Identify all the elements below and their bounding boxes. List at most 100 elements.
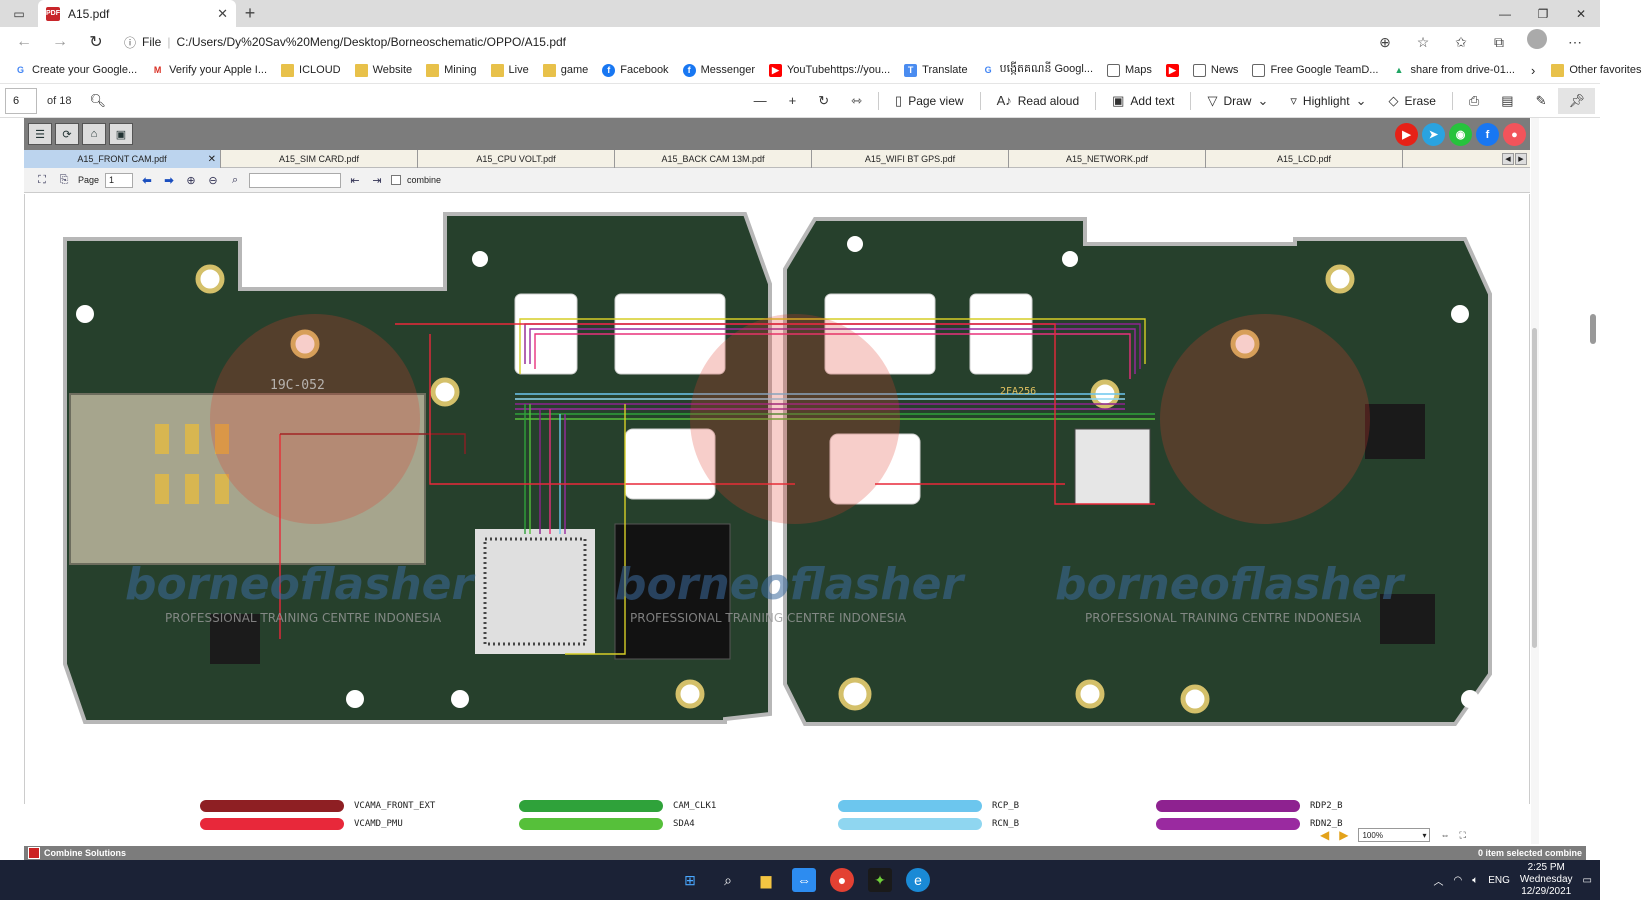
- search-icon[interactable]: 🔍︎: [89, 92, 106, 108]
- next-arrow-icon[interactable]: ▶: [1339, 828, 1349, 842]
- collections-icon[interactable]: ⧉: [1494, 33, 1504, 50]
- zoom-icon[interactable]: ⊕: [1379, 33, 1391, 50]
- favorite-item[interactable]: Website: [349, 59, 419, 81]
- back-button[interactable]: ←: [16, 33, 32, 50]
- chevron-down-icon[interactable]: ⌄: [1257, 92, 1269, 108]
- edge-icon[interactable]: e: [906, 868, 930, 892]
- menu-icon[interactable]: ☰: [28, 123, 52, 145]
- fit-page-button[interactable]: ⇿: [841, 88, 872, 114]
- highlight-button[interactable]: ▿Highlight⌄: [1280, 88, 1376, 114]
- sync-icon[interactable]: ⟳: [55, 123, 79, 145]
- forward-button[interactable]: →: [52, 33, 68, 50]
- url-text[interactable]: C:/Users/Dy%20Sav%20Meng/Desktop/Borneos…: [176, 35, 566, 49]
- favorite-item[interactable]: News: [1187, 59, 1245, 81]
- scroll-tabs-right-icon[interactable]: ▶: [1515, 152, 1527, 165]
- youtube-icon[interactable]: ▶: [1395, 123, 1418, 146]
- favorite-item[interactable]: game: [537, 59, 595, 81]
- fit-page-icon[interactable]: ⛶: [1459, 829, 1466, 840]
- home-icon[interactable]: ⌂: [82, 123, 106, 145]
- document-tab[interactable]: A15_FRONT CAM.pdf✕: [24, 150, 221, 168]
- close-tab-icon[interactable]: ✕: [217, 5, 228, 21]
- window-icon[interactable]: ▣: [109, 123, 133, 145]
- teamviewer-icon[interactable]: ⇔: [792, 868, 816, 892]
- favorite-item[interactable]: ▶YouTubehttps://you...: [763, 59, 896, 81]
- chrome-icon[interactable]: ●: [830, 868, 854, 892]
- next-page-icon[interactable]: ➡: [164, 174, 174, 187]
- previous-page-icon[interactable]: ⬅: [142, 174, 152, 187]
- favorite-item[interactable]: Live: [485, 59, 535, 81]
- more-menu-icon[interactable]: ⋯: [1568, 33, 1582, 50]
- chevron-up-icon[interactable]: ︿: [1433, 876, 1444, 888]
- url-field[interactable]: ⓘ File | C:/Users/Dy%20Sav%20Meng/Deskto…: [116, 29, 1364, 55]
- add-favorite-icon[interactable]: ☆: [1416, 33, 1430, 50]
- notification-icon[interactable]: ▭: [1582, 874, 1592, 886]
- close-window-icon[interactable]: ✕: [1575, 6, 1587, 21]
- print-button[interactable]: ⎙: [1459, 88, 1489, 114]
- viewer-scroll-thumb[interactable]: [1532, 328, 1537, 648]
- volume-icon[interactable]: 🔈︎: [1472, 874, 1479, 886]
- other-favorites[interactable]: Other favorites: [1545, 59, 1647, 81]
- document-tab[interactable]: A15_BACK CAM 13M.pdf: [615, 150, 812, 168]
- pin-toolbar-button[interactable]: 📌︎: [1558, 87, 1595, 114]
- zoom-out-button[interactable]: —: [744, 88, 777, 114]
- favorite-item[interactable]: Free Google TeamD...: [1246, 59, 1384, 81]
- find-previous-icon[interactable]: ⇤: [350, 174, 360, 187]
- combine-checkbox[interactable]: [391, 175, 402, 185]
- favorite-item[interactable]: ICLOUD: [275, 59, 347, 81]
- favorite-item[interactable]: ▲share from drive-01...: [1386, 59, 1521, 81]
- previous-arrow-icon[interactable]: ◀: [1320, 828, 1330, 842]
- telegram-icon[interactable]: ➤: [1422, 123, 1445, 146]
- zoom-out-icon[interactable]: ⊖: [208, 174, 218, 187]
- document-tab[interactable]: A15_NETWORK.pdf: [1009, 150, 1206, 168]
- favorites-icon[interactable]: ✩: [1455, 33, 1467, 50]
- erase-button[interactable]: ◇Erase: [1379, 88, 1446, 114]
- search-icon[interactable]: ⌕: [231, 173, 239, 186]
- document-tab[interactable]: A15_WIFI BT GPS.pdf: [812, 150, 1009, 168]
- chevron-down-icon[interactable]: ⌄: [1355, 92, 1367, 108]
- zoom-in-button[interactable]: +: [779, 88, 807, 114]
- viewer-page-input[interactable]: 1: [105, 172, 134, 188]
- app-icon[interactable]: ●: [1503, 123, 1526, 146]
- facebook-icon[interactable]: f: [1476, 123, 1499, 146]
- save-button[interactable]: ▤: [1491, 88, 1523, 114]
- profile-avatar[interactable]: [1527, 29, 1547, 49]
- tab-actions-icon[interactable]: ▭: [13, 6, 25, 21]
- page-number-input[interactable]: 6: [5, 87, 37, 114]
- minimize-icon[interactable]: —: [1499, 6, 1511, 21]
- browser-tab[interactable]: PDF A15.pdf ✕: [38, 0, 236, 27]
- save-as-button[interactable]: ✎: [1526, 88, 1557, 114]
- app-icon[interactable]: ✦: [868, 868, 892, 892]
- language-indicator[interactable]: ENG: [1488, 874, 1510, 886]
- line-icon[interactable]: ◉: [1449, 123, 1472, 146]
- viewer-search-input[interactable]: [249, 172, 342, 188]
- favorites-more-icon[interactable]: ›: [1531, 62, 1536, 78]
- viewer-scrollbar[interactable]: [1531, 118, 1539, 844]
- document-tab[interactable]: A15_CPU VOLT.pdf: [418, 150, 615, 168]
- rotate-button[interactable]: ↻: [808, 88, 839, 114]
- document-tab[interactable]: A15_SIM CARD.pdf: [221, 150, 418, 168]
- page-scrollbar[interactable]: [1586, 118, 1600, 844]
- add-text-button[interactable]: ▣Add text: [1102, 88, 1184, 114]
- favorite-item[interactable]: Mining: [420, 59, 482, 81]
- zoom-in-icon[interactable]: ⊕: [186, 174, 196, 187]
- draw-button[interactable]: ▽Draw⌄: [1197, 88, 1278, 114]
- copy-icon[interactable]: ⎘: [59, 173, 69, 186]
- clock[interactable]: 2:25 PM Wednesday 12/29/2021: [1520, 862, 1573, 898]
- file-explorer-icon[interactable]: ▆: [760, 871, 772, 888]
- refresh-button[interactable]: ↻: [89, 34, 103, 51]
- fit-width-icon[interactable]: ⇔: [1440, 830, 1450, 840]
- document-tab[interactable]: A15_LCD.pdf: [1206, 150, 1403, 168]
- info-icon[interactable]: ⓘ: [124, 35, 137, 50]
- page-scroll-thumb[interactable]: [1590, 314, 1596, 344]
- favorite-item[interactable]: ▶: [1160, 59, 1185, 81]
- restore-icon[interactable]: ❐: [1537, 6, 1549, 21]
- page-view-button[interactable]: ▯Page view: [885, 88, 974, 114]
- favorite-item[interactable]: Maps: [1101, 59, 1158, 81]
- scroll-tabs-left-icon[interactable]: ◀: [1502, 152, 1514, 165]
